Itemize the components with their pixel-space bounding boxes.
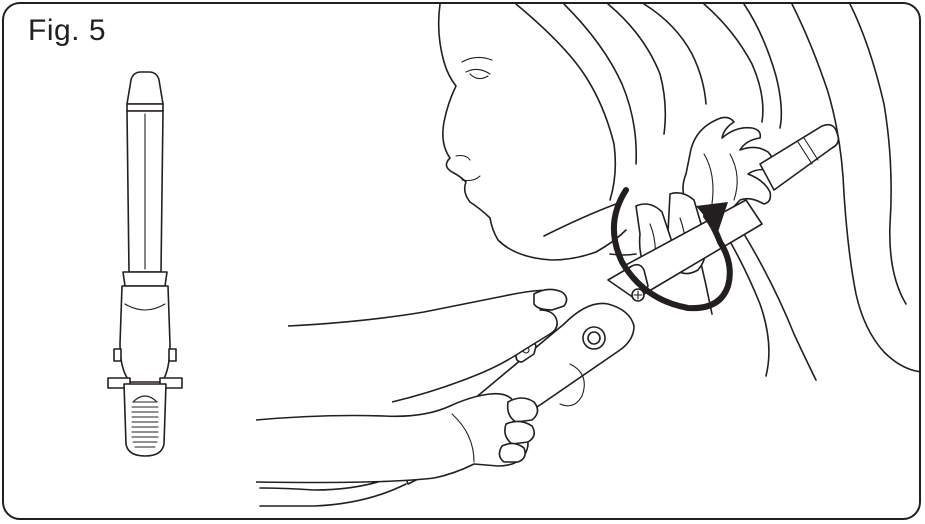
- curling-iron-standalone: [108, 72, 182, 456]
- illustration: [4, 4, 921, 520]
